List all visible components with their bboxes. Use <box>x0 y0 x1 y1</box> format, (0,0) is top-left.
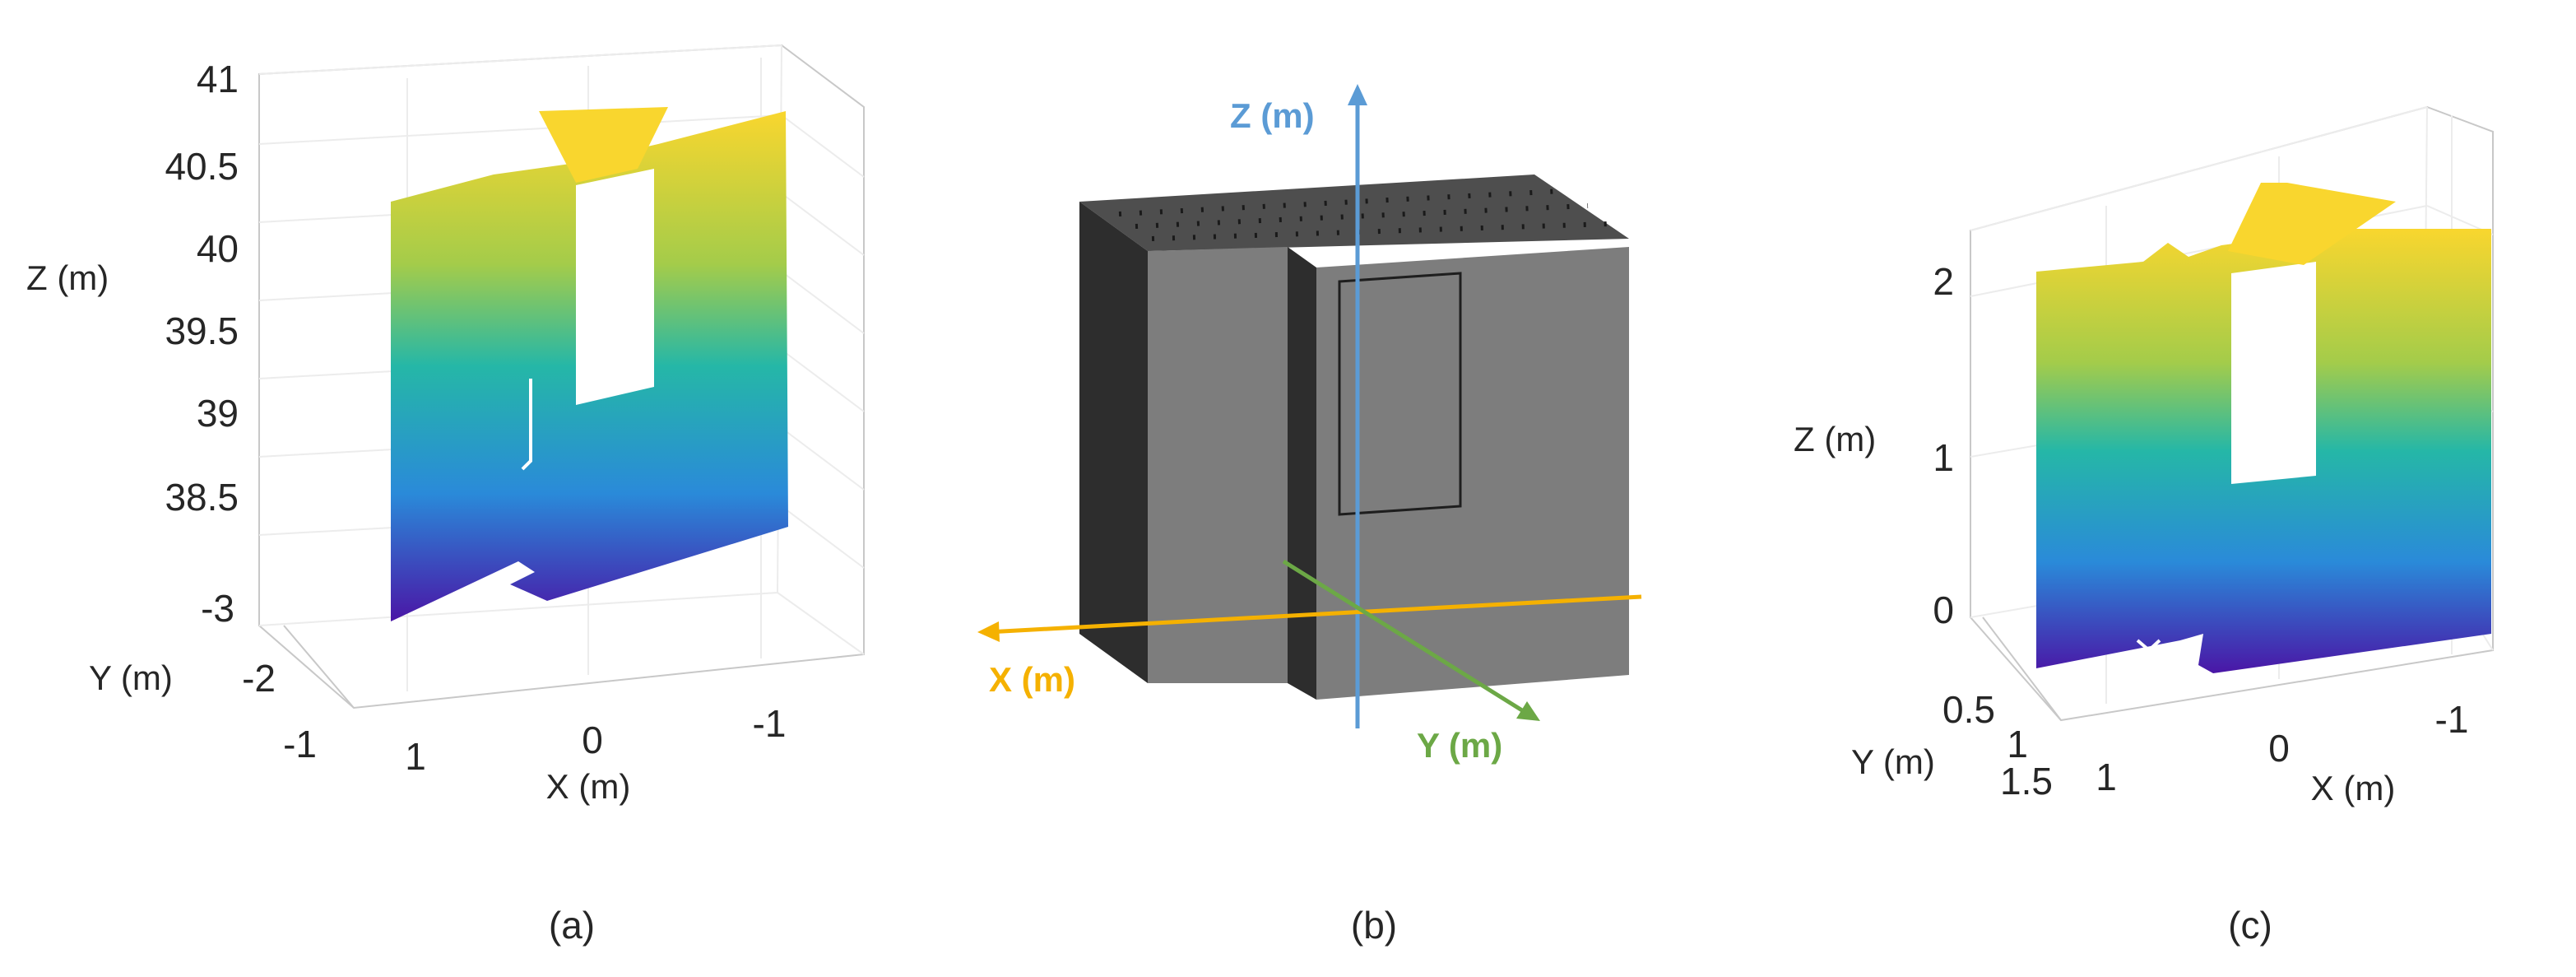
tick-label: 0 <box>2268 727 2290 770</box>
panel-a-z-label: Z (m) <box>26 258 109 297</box>
model-front-left <box>1148 247 1288 683</box>
y-axis-arrowhead <box>1516 701 1540 721</box>
panel-c-overhang <box>2228 183 2396 265</box>
panel-a-x-axis: 1 0 -1 X (m) <box>405 702 786 806</box>
panel-a-x-label: X (m) <box>546 767 631 806</box>
tick-label: 40.5 <box>165 145 239 188</box>
panel-a-window-opening <box>576 169 654 405</box>
x-axis-arrowhead <box>977 621 1000 642</box>
panel-a-caption: (a) <box>549 904 595 947</box>
tick-label: 41 <box>197 58 239 100</box>
tick-label: 1.5 <box>2000 760 2053 803</box>
panel-b-y-axis-label: Y (m) <box>1417 726 1502 765</box>
tick-label: 39.5 <box>165 309 239 352</box>
panel-c-y-label: Y (m) <box>1851 742 1935 781</box>
panel-a-point-cloud <box>391 107 788 621</box>
panel-b-x-axis-label: X (m) <box>989 660 1075 699</box>
tick-label: -3 <box>201 587 234 630</box>
panel-c: 2 1 0 Z (m) 0.5 1 1.5 Y (m) 1 0 -1 X (m)… <box>1794 105 2494 947</box>
tick-label: 1 <box>2007 723 2028 765</box>
tick-label: 1 <box>1933 436 1954 479</box>
panel-a-overhang <box>539 107 668 183</box>
model-inner-side <box>1288 247 1316 700</box>
model-window-outline <box>1338 272 1462 516</box>
panel-a-y-axis: -3 -2 -1 Y (m) <box>89 587 355 765</box>
x-axis-line <box>986 594 1642 635</box>
panel-b-axes <box>977 84 1642 728</box>
panel-c-z-ticks: 2 1 0 <box>1933 260 1954 631</box>
tick-label: 2 <box>1933 260 1954 303</box>
panel-c-z-label: Z (m) <box>1794 420 1876 458</box>
panel-c-x-label: X (m) <box>2311 769 2396 807</box>
panel-c-window-opening <box>2231 262 2316 484</box>
tick-label: -2 <box>242 657 276 700</box>
tick-label: 0 <box>1933 589 1954 631</box>
model-top-texture <box>1118 188 1609 241</box>
tick-label: 39 <box>197 392 239 435</box>
panel-a-hole-edge <box>521 379 532 471</box>
model-front-right <box>1316 247 1629 700</box>
tick-label: -1 <box>753 702 787 745</box>
panel-c-x-axis: 1 0 -1 X (m) <box>2096 698 2468 807</box>
tick-label: -1 <box>2435 698 2469 741</box>
panel-a-y-label: Y (m) <box>89 658 173 697</box>
model-side-left <box>1079 202 1148 683</box>
tick-label: 0.5 <box>1942 688 1995 731</box>
model-top <box>1079 174 1629 251</box>
tick-label: 38.5 <box>165 476 239 519</box>
panel-c-y-axis: 0.5 1 1.5 Y (m) <box>1851 616 2062 803</box>
panel-b-caption: (b) <box>1351 904 1397 947</box>
panel-b-building-model <box>1079 174 1629 700</box>
panel-a-z-ticks: 41 40.5 40 39.5 39 38.5 <box>165 58 239 519</box>
panel-b-z-axis-label: Z (m) <box>1230 96 1315 135</box>
z-axis-arrowhead <box>1348 84 1367 105</box>
panel-b: Z (m) X (m) Y (m) (b) <box>977 84 1642 947</box>
tick-label: -1 <box>283 723 317 765</box>
tick-label: 0 <box>582 719 603 761</box>
panel-c-caption: (c) <box>2228 904 2272 947</box>
y-axis-line <box>1282 559 1530 717</box>
tick-label: 1 <box>2096 756 2117 798</box>
panel-c-point-cloud <box>2036 183 2491 673</box>
tick-label: 1 <box>405 735 426 778</box>
tick-label: 40 <box>197 227 239 270</box>
panel-c-hole-edge <box>2136 639 2161 653</box>
panel-a: 41 40.5 40 39.5 39 38.5 Z (m) -3 -2 -1 Y… <box>26 44 865 947</box>
